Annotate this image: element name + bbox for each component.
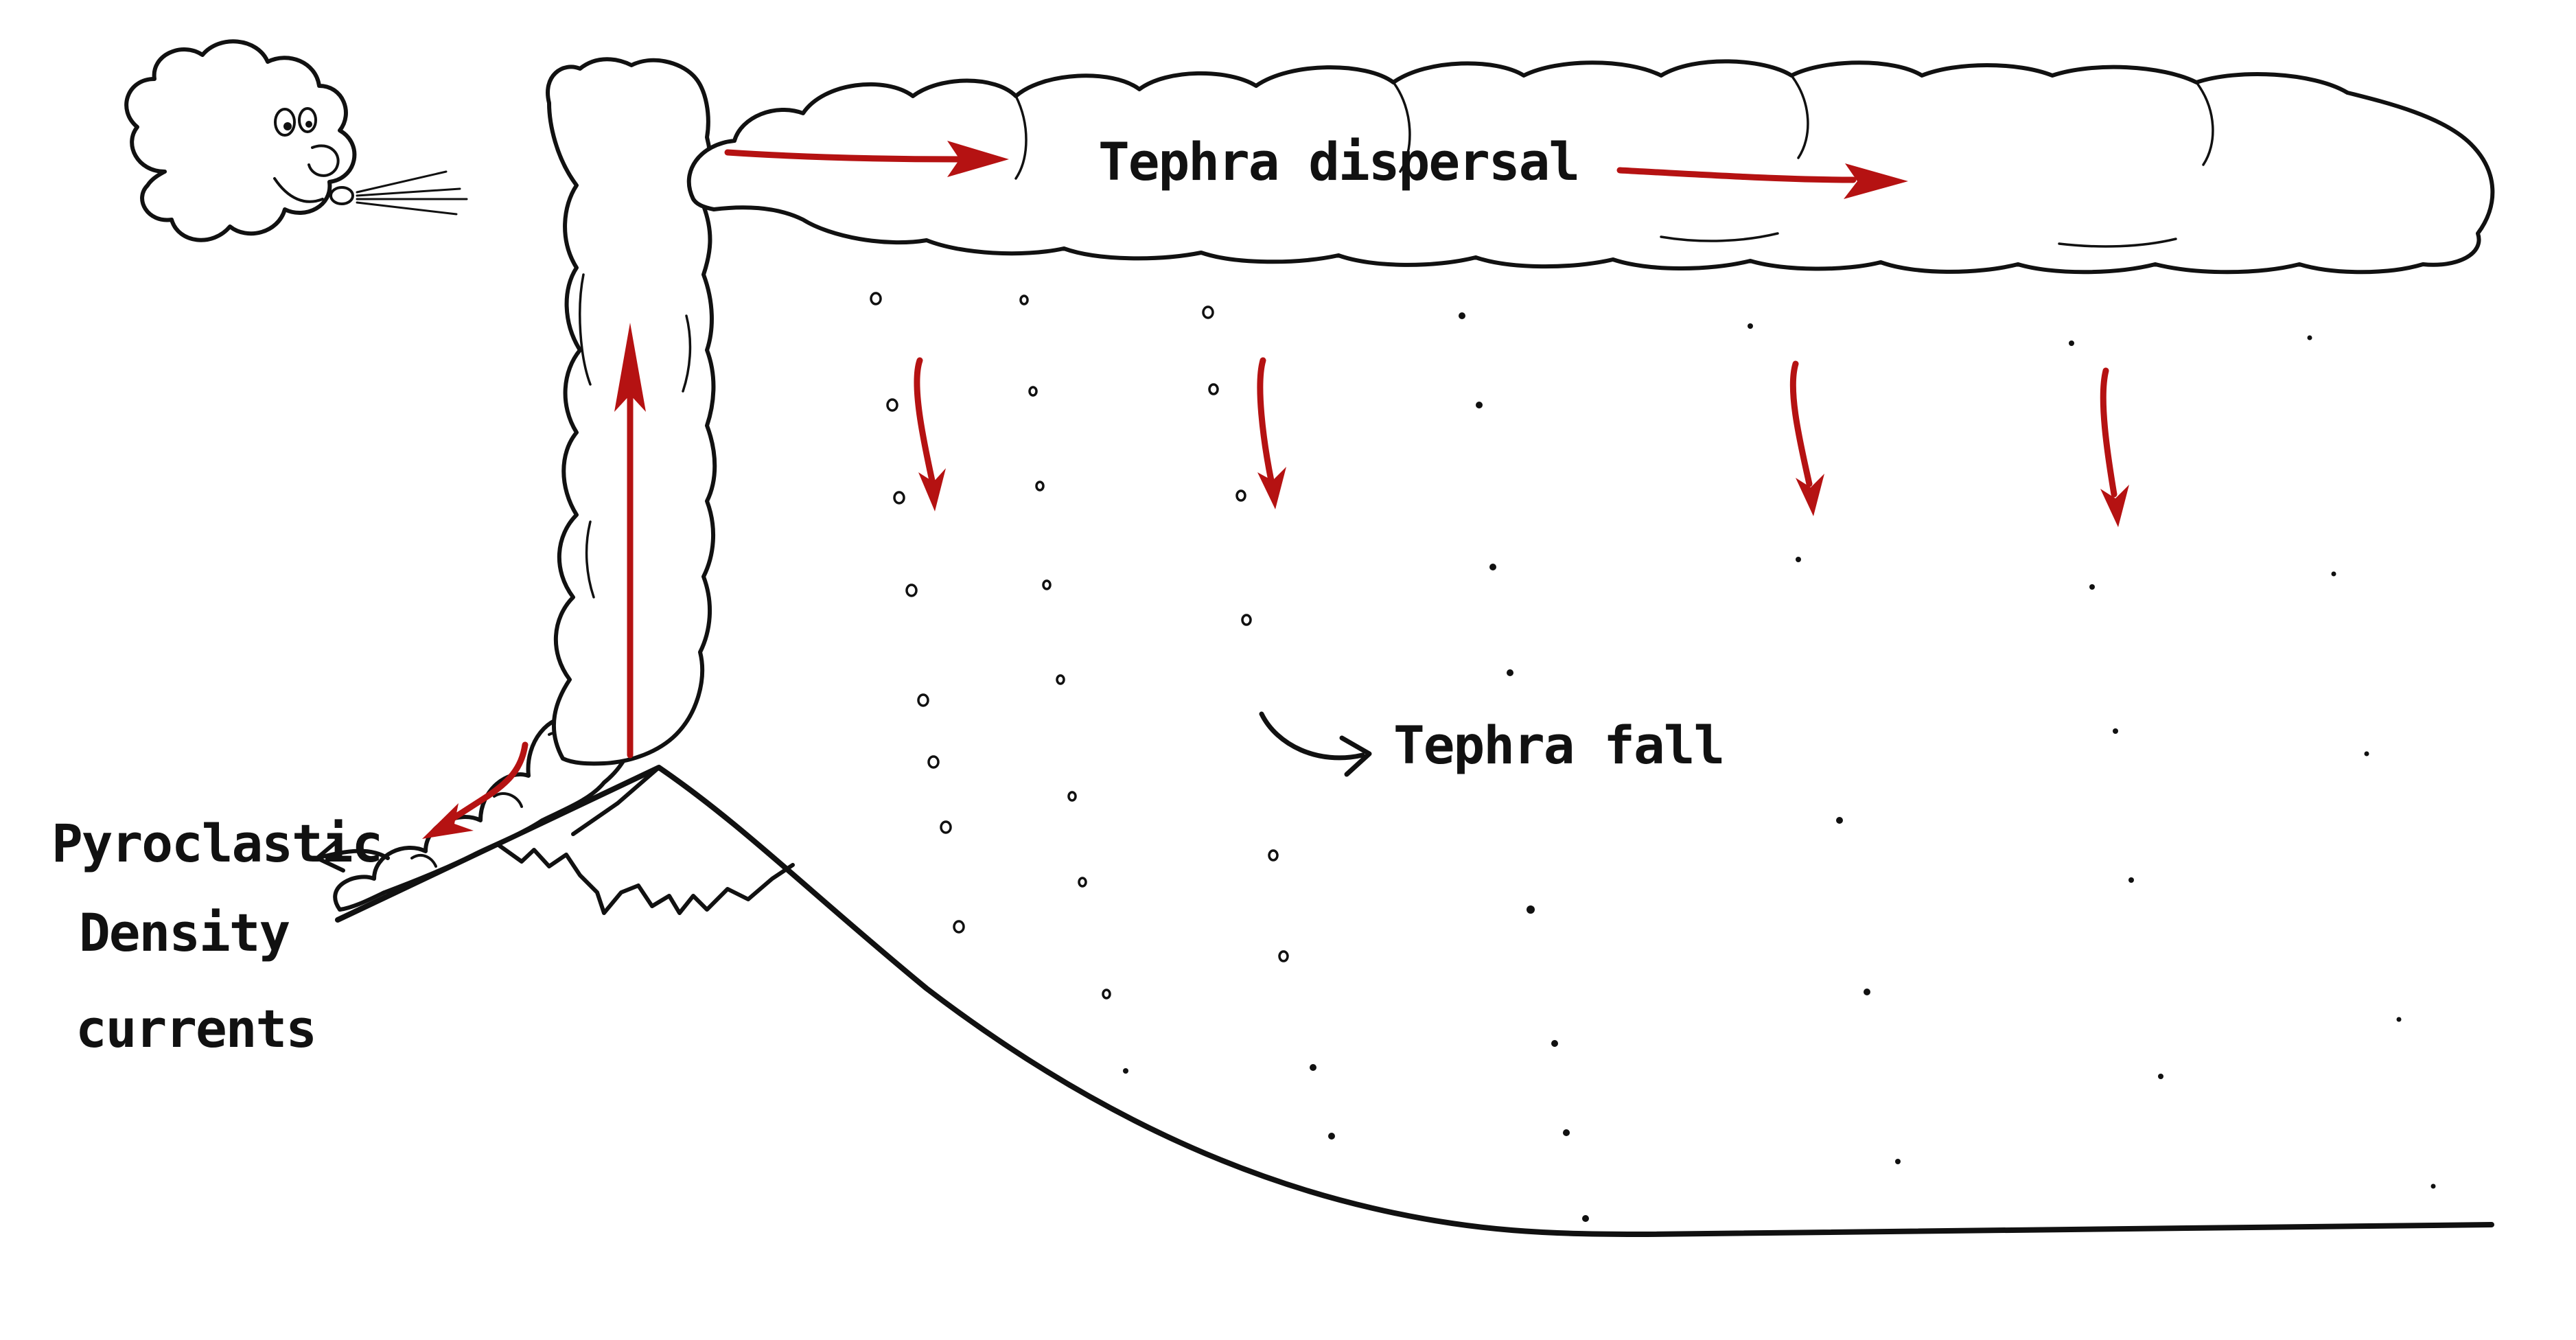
label-tephra-dispersal: Tephra dispersal: [1098, 131, 1579, 192]
arrow-fall-3: [1789, 360, 1824, 516]
arrow-column-rise: [614, 323, 646, 759]
umbrella-cloud: [686, 59, 2495, 275]
label-pdc-line3: currents: [76, 998, 316, 1059]
label-tephra-fall: Tephra fall: [1393, 715, 1724, 776]
arrow-dispersal-left: [724, 141, 1009, 177]
tephra-grains-fine: [1123, 312, 2436, 1222]
label-pdc-line1: Pyroclastic: [51, 813, 382, 874]
wind-cloud-face-icon: [124, 39, 468, 242]
arrow-fall-4: [2100, 367, 2129, 527]
wind-streaks: [356, 170, 468, 216]
arrow-pdc-flow: [422, 741, 529, 839]
label-pdc-line2: Density: [79, 902, 290, 963]
arrow-tephra-fall-label: [1259, 711, 1372, 777]
arrow-fall-1: [914, 357, 946, 511]
tephra-grains-coarse: [870, 292, 1289, 1000]
arrow-fall-2: [1257, 357, 1286, 509]
ground-profile: [335, 765, 2494, 1237]
arrow-pdc-label: [315, 837, 390, 873]
arrow-dispersal-right: [1616, 163, 1908, 199]
